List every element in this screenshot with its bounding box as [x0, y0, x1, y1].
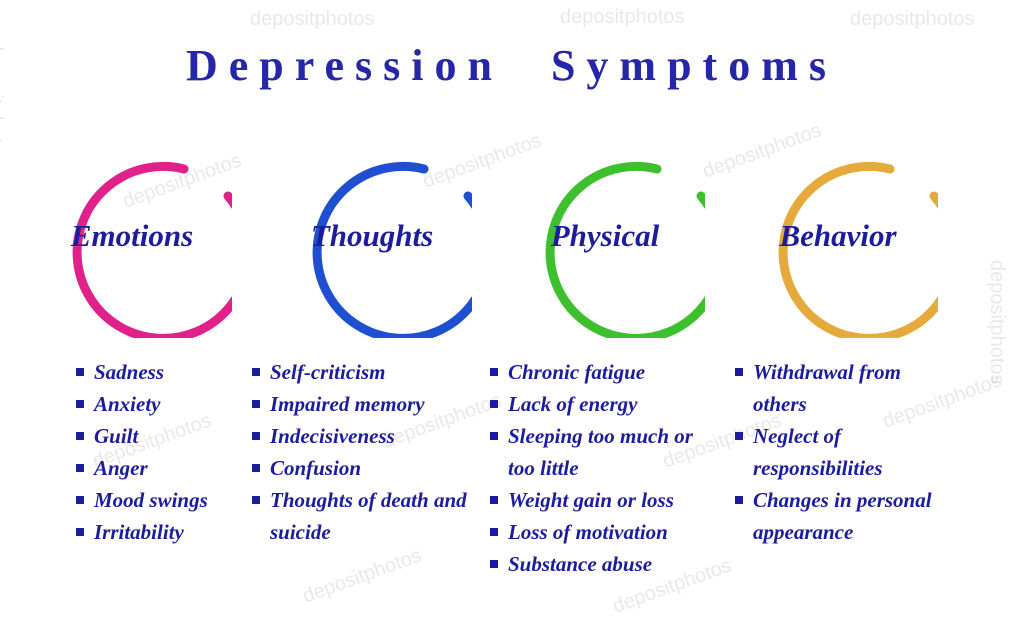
bullet-square-icon [490, 432, 498, 440]
bullet-square-icon [490, 368, 498, 376]
list-item: Anger [76, 452, 241, 484]
list-item: Impaired memory [252, 388, 477, 420]
symptom-text: Withdrawal from others [753, 360, 902, 416]
physical-circle: Physical [505, 138, 705, 338]
bullet-square-icon [252, 368, 260, 376]
watermark-text: depositphotos [986, 260, 1008, 385]
emotions-list: Sadness Anxiety Guilt Anger Mood swings … [76, 356, 241, 548]
bullet-square-icon [76, 464, 84, 472]
symptom-text: Self-criticism [270, 360, 386, 384]
symptom-text: Thoughts of death and suicide [270, 488, 467, 544]
physical-list: Chronic fatigue Lack of energy Sleeping … [490, 356, 725, 580]
symptom-text: Irritability [94, 520, 184, 544]
bullet-square-icon [490, 400, 498, 408]
symptom-text: Sleeping too much or too little [508, 424, 693, 480]
behavior-label: Behavior [779, 218, 897, 253]
symptom-text: Chronic fatigue [508, 360, 646, 384]
symptom-text: Weight gain or loss [508, 488, 674, 512]
column-physical: Physical Chronic fatigue Lack of energy … [480, 0, 725, 602]
bullet-square-icon [252, 400, 260, 408]
symptom-text: Substance abuse [508, 552, 653, 576]
list-item: Changes in personal appearance [735, 484, 950, 548]
list-item: Self-criticism [252, 356, 477, 388]
page-title: Depression Symptoms [185, 41, 837, 90]
circle-stroke-icon [778, 161, 938, 338]
bullet-square-icon [76, 528, 84, 536]
bullet-square-icon [490, 496, 498, 504]
list-item: Sleeping too much or too little [490, 420, 725, 484]
bullet-square-icon [490, 560, 498, 568]
column-behavior: Behavior Withdrawal from others Neglect … [725, 0, 985, 602]
circle-stroke-icon [545, 161, 705, 338]
symptom-text: Loss of motivation [508, 520, 668, 544]
thoughts-circle: Thoughts [272, 138, 472, 338]
bullet-square-icon [76, 400, 84, 408]
thoughts-label: Thoughts [310, 218, 434, 253]
physical-label: Physical [550, 218, 660, 253]
column-thoughts: Thoughts Self-criticism Impaired memory … [240, 0, 475, 602]
list-item: Confusion [252, 452, 477, 484]
list-item: Withdrawal from others [735, 356, 950, 420]
list-item: Irritability [76, 516, 241, 548]
circle-stroke-icon [312, 161, 472, 338]
list-item: Indecisiveness [252, 420, 477, 452]
bullet-square-icon [252, 432, 260, 440]
circle-stroke-icon [72, 161, 232, 338]
bullet-square-icon [490, 528, 498, 536]
symptom-text: Mood swings [94, 488, 208, 512]
bullet-square-icon [76, 432, 84, 440]
list-item: Weight gain or loss [490, 484, 725, 516]
bullet-square-icon [76, 368, 84, 376]
list-item: Sadness [76, 356, 241, 388]
list-item: Mood swings [76, 484, 241, 516]
bullet-square-icon [735, 368, 743, 376]
symptom-text: Anxiety [94, 392, 161, 416]
symptom-text: Impaired memory [270, 392, 425, 416]
symptom-text: Sadness [94, 360, 165, 384]
bullet-square-icon [252, 464, 260, 472]
column-emotions: Emotions Sadness Anxiety Guilt Anger Moo… [20, 0, 240, 602]
list-item: Thoughts of death and suicide [252, 484, 477, 548]
symptom-text: Anger [94, 456, 148, 480]
bullet-square-icon [735, 496, 743, 504]
thoughts-list: Self-criticism Impaired memory Indecisiv… [252, 356, 477, 548]
symptom-text: Confusion [270, 456, 362, 480]
behavior-circle: Behavior [738, 138, 938, 338]
list-item: Loss of motivation [490, 516, 725, 548]
symptom-text: Indecisiveness [270, 424, 395, 448]
emotions-circle: Emotions [32, 138, 232, 338]
symptom-text: Guilt [94, 424, 139, 448]
list-item: Lack of energy [490, 388, 725, 420]
behavior-list: Withdrawal from others Neglect of respon… [735, 356, 950, 548]
emotions-label: Emotions [70, 218, 194, 253]
bullet-square-icon [252, 496, 260, 504]
list-item: Neglect of responsibilities [735, 420, 950, 484]
symptom-text: Changes in personal appearance [753, 488, 932, 544]
list-item: Substance abuse [490, 548, 725, 580]
symptom-text: Lack of energy [508, 392, 638, 416]
list-item: Guilt [76, 420, 241, 452]
symptom-text: Neglect of responsibilities [753, 424, 883, 480]
list-item: Chronic fatigue [490, 356, 725, 388]
bullet-square-icon [735, 432, 743, 440]
list-item: Anxiety [76, 388, 241, 420]
bullet-square-icon [76, 496, 84, 504]
